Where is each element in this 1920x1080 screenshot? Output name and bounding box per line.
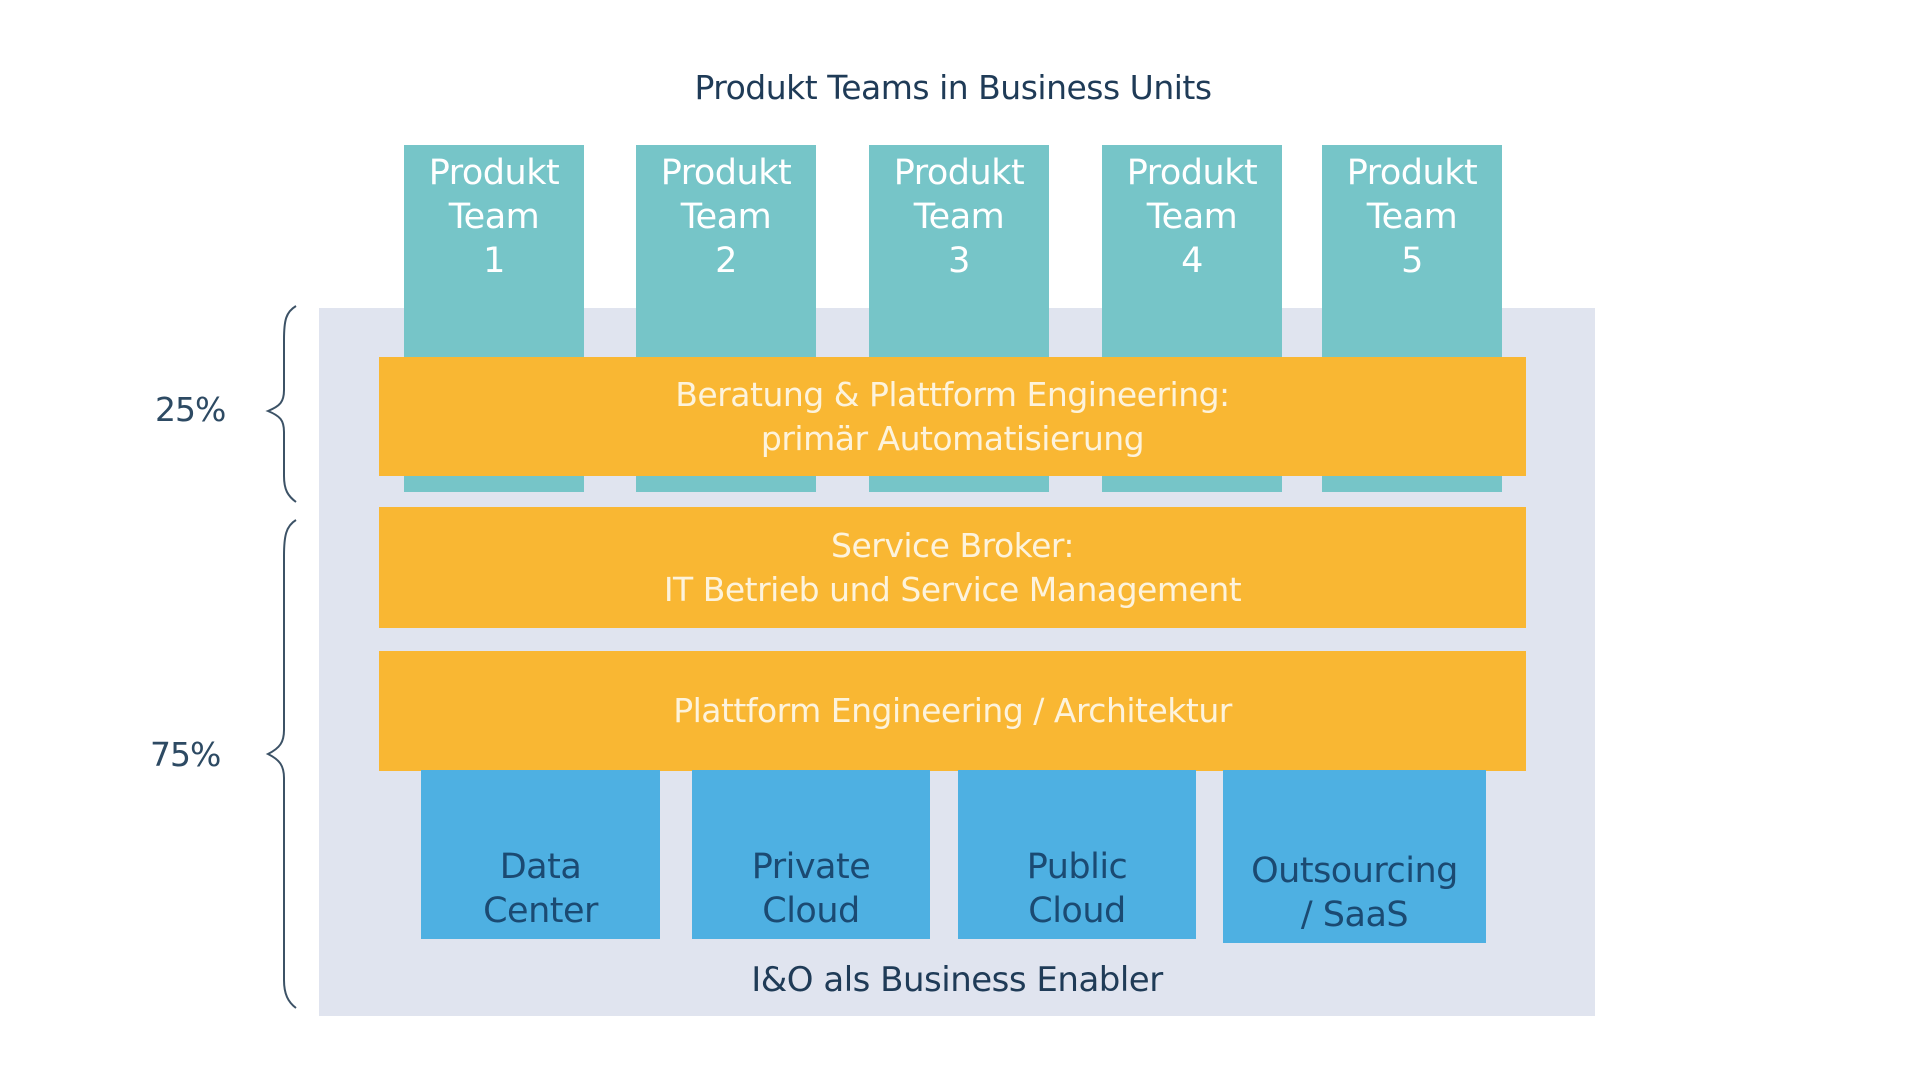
infra-label-line1: Public bbox=[1026, 847, 1128, 887]
team-label-line2: Team bbox=[680, 197, 772, 237]
infra-outsourcing-saas: Outsourcing / SaaS bbox=[1223, 770, 1486, 943]
team-label-line2: Team bbox=[913, 197, 1005, 237]
layer-subtitle: primär Automatisierung bbox=[760, 418, 1145, 458]
infra-label-line2: Cloud bbox=[762, 891, 860, 931]
team-label-line1: Produkt bbox=[1346, 153, 1478, 193]
infra-label-line1: Outsourcing bbox=[1251, 851, 1458, 891]
team-label-number: 1 bbox=[483, 241, 505, 281]
diagram-title: Produkt Teams in Business Units bbox=[694, 68, 1212, 107]
panel-footer-label: I&O als Business Enabler bbox=[751, 960, 1163, 1000]
layer-title: Service Broker: bbox=[831, 525, 1074, 565]
team-label-line1: Produkt bbox=[1126, 153, 1258, 193]
team-label-number: 4 bbox=[1181, 241, 1203, 281]
layer-title: Plattform Engineering / Architektur bbox=[673, 691, 1232, 730]
infra-label-line2: Cloud bbox=[1028, 891, 1126, 931]
brace-group bbox=[265, 305, 297, 1009]
team-label-line2: Team bbox=[448, 197, 540, 237]
team-label-line2: Team bbox=[1146, 197, 1238, 237]
infra-label-line1: Private bbox=[751, 847, 871, 887]
infra-label-line1: Data bbox=[499, 847, 582, 887]
team-label-number: 3 bbox=[948, 241, 970, 281]
team-label-line1: Produkt bbox=[893, 153, 1025, 193]
team-label-number: 5 bbox=[1401, 241, 1423, 281]
layer-service-broker: Service Broker: IT Betrieb und Service M… bbox=[379, 507, 1526, 628]
team-label-line1: Produkt bbox=[428, 153, 560, 193]
layer-title: Beratung & Plattform Engineering: bbox=[675, 374, 1230, 414]
layer-consulting-platform-engineering: Beratung & Plattform Engineering: primär… bbox=[379, 357, 1526, 476]
share-label-75: 75% bbox=[150, 735, 221, 774]
infra-data-center: Data Center bbox=[421, 770, 660, 939]
team-label-line2: Team bbox=[1366, 197, 1458, 237]
infra-label-line2: Center bbox=[483, 891, 598, 931]
infra-private-cloud: Private Cloud bbox=[692, 770, 930, 939]
infra-public-cloud: Public Cloud bbox=[958, 770, 1196, 939]
brace-25-icon bbox=[265, 305, 297, 503]
layer-subtitle: IT Betrieb und Service Management bbox=[663, 569, 1242, 609]
layer-platform-architecture: Plattform Engineering / Architektur bbox=[379, 651, 1526, 771]
brace-75-icon bbox=[265, 519, 297, 1009]
infra-label-line2: / SaaS bbox=[1300, 895, 1409, 935]
team-label-line1: Produkt bbox=[660, 153, 792, 193]
share-label-25: 25% bbox=[155, 390, 226, 429]
team-label-number: 2 bbox=[715, 241, 737, 281]
